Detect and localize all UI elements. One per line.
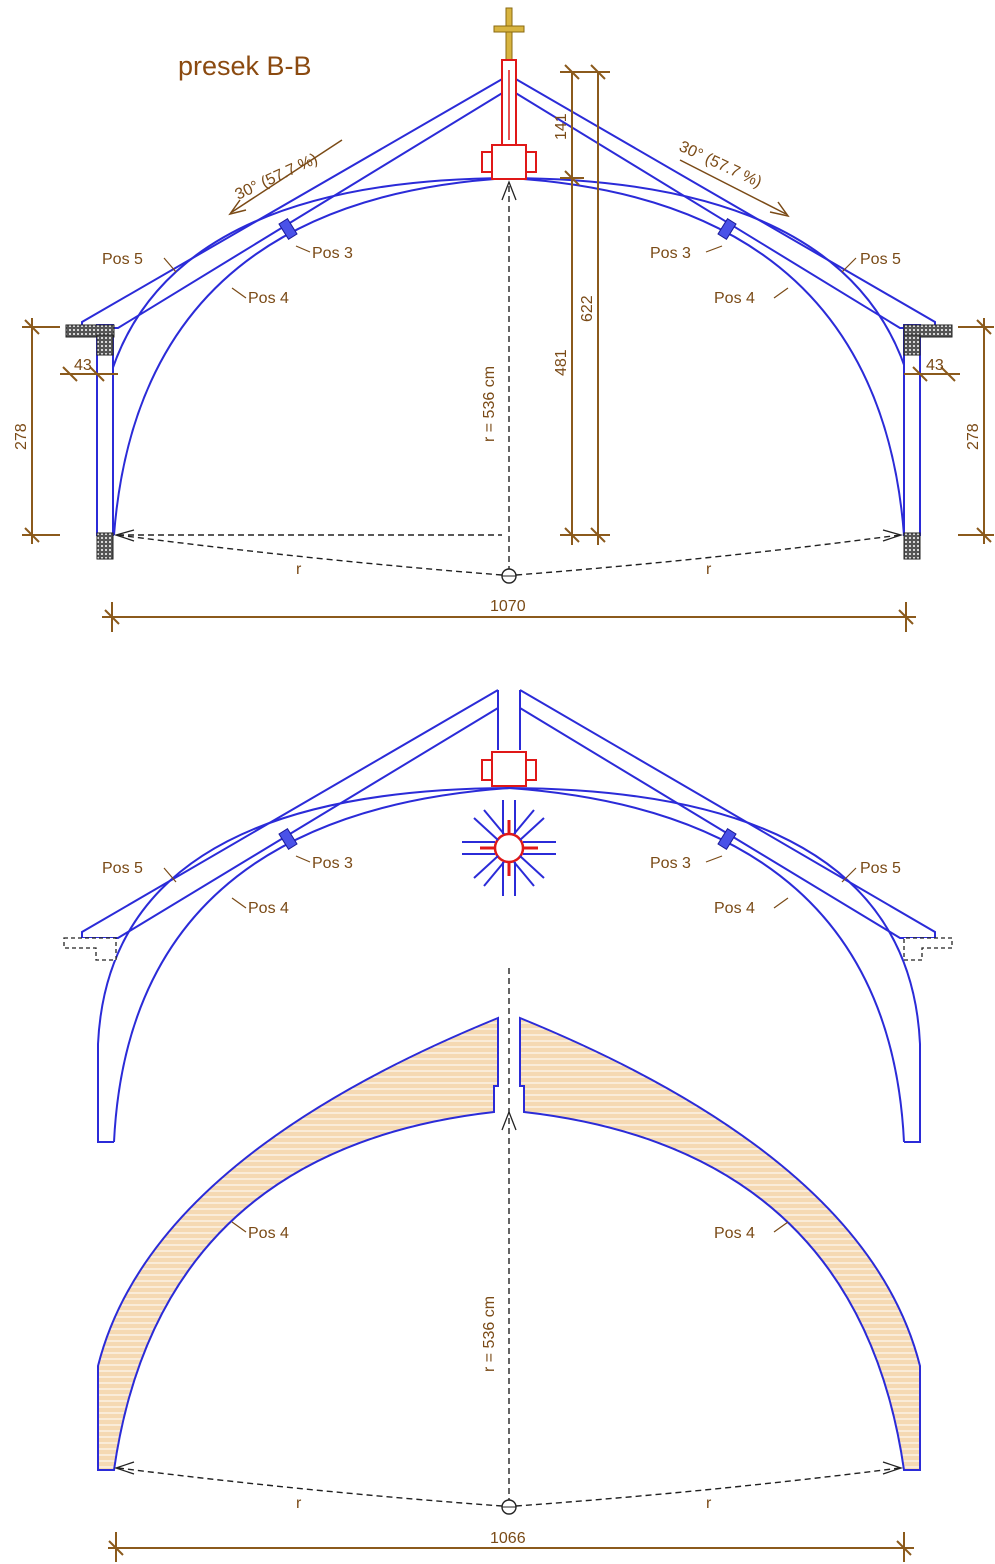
ridge-connector <box>491 144 527 180</box>
r-label-right: r <box>706 561 712 578</box>
pos4-label-right: Pos 4 <box>714 290 755 307</box>
arch-half-right <box>519 1016 921 1471</box>
dim-43-right: 43 <box>926 357 944 374</box>
pos3-label-left: Pos 3 <box>312 245 353 262</box>
pos3-label-right: Pos 3 <box>650 245 691 262</box>
pos4-label-left-bottom: Pos 4 <box>248 1225 289 1242</box>
pos3-label-right-mid: Pos 3 <box>650 855 691 872</box>
footing-right <box>903 532 921 560</box>
section-middle: Pos 5 Pos 3 Pos 4 Pos 3 Pos 5 Pos 4 <box>63 689 953 1143</box>
arch-half-left <box>97 1016 499 1471</box>
section-top: presek B-B <box>13 7 994 632</box>
wall-left <box>96 324 114 536</box>
dim-622: 622 <box>579 295 596 322</box>
wall-cap-left <box>65 324 115 338</box>
pos5-label-left: Pos 5 <box>102 251 143 268</box>
dim-1066: 1066 <box>490 1530 526 1547</box>
roof-left-mid <box>81 689 499 939</box>
wall-cap-right <box>903 324 953 338</box>
purlin-right <box>717 218 737 240</box>
purlin-left-mid <box>278 828 298 850</box>
dim-1070: 1070 <box>490 598 526 615</box>
section-bottom: r = 536 cm r r Pos 4 Pos 4 1066 <box>97 968 921 1562</box>
dim-278-left: 278 <box>13 423 30 450</box>
pos4-label-left: Pos 4 <box>248 290 289 307</box>
radius-label-top: r = 536 cm <box>481 366 498 442</box>
roof-left <box>81 77 505 329</box>
pos5-label-left-mid: Pos 5 <box>102 860 143 877</box>
arch-inner-mid <box>113 786 905 1143</box>
pos5-label-right: Pos 5 <box>860 251 901 268</box>
r-label-left-bottom: r <box>296 1495 302 1512</box>
star-connector-icon <box>462 800 556 896</box>
dim-43-left: 43 <box>74 357 92 374</box>
dim-141: 141 <box>553 113 570 140</box>
pos4-label-left-mid: Pos 4 <box>248 900 289 917</box>
wall-right <box>903 324 921 536</box>
r-label-left: r <box>296 561 302 578</box>
slope-label-left: 30° (57.7 %) <box>233 151 321 204</box>
wall-cap-left-mid <box>63 937 117 961</box>
pos3-label-left-mid: Pos 3 <box>312 855 353 872</box>
ridge-connector-mid <box>491 751 527 787</box>
pos5-label-right-mid: Pos 5 <box>860 860 901 877</box>
radius-label-bottom: r = 536 cm <box>481 1296 498 1372</box>
dim-278-right: 278 <box>965 423 982 450</box>
footing-left <box>96 532 114 560</box>
wall-cap-right-mid <box>903 937 953 961</box>
dim-481: 481 <box>553 349 570 376</box>
purlin-right-mid <box>717 828 737 850</box>
r-label-right-bottom: r <box>706 1495 712 1512</box>
pos4-label-right-bottom: Pos 4 <box>714 1225 755 1242</box>
cross-icon <box>493 7 525 61</box>
pos4-label-right-mid: Pos 4 <box>714 900 755 917</box>
section-title: presek B-B <box>178 51 312 81</box>
purlin-left <box>278 218 298 240</box>
